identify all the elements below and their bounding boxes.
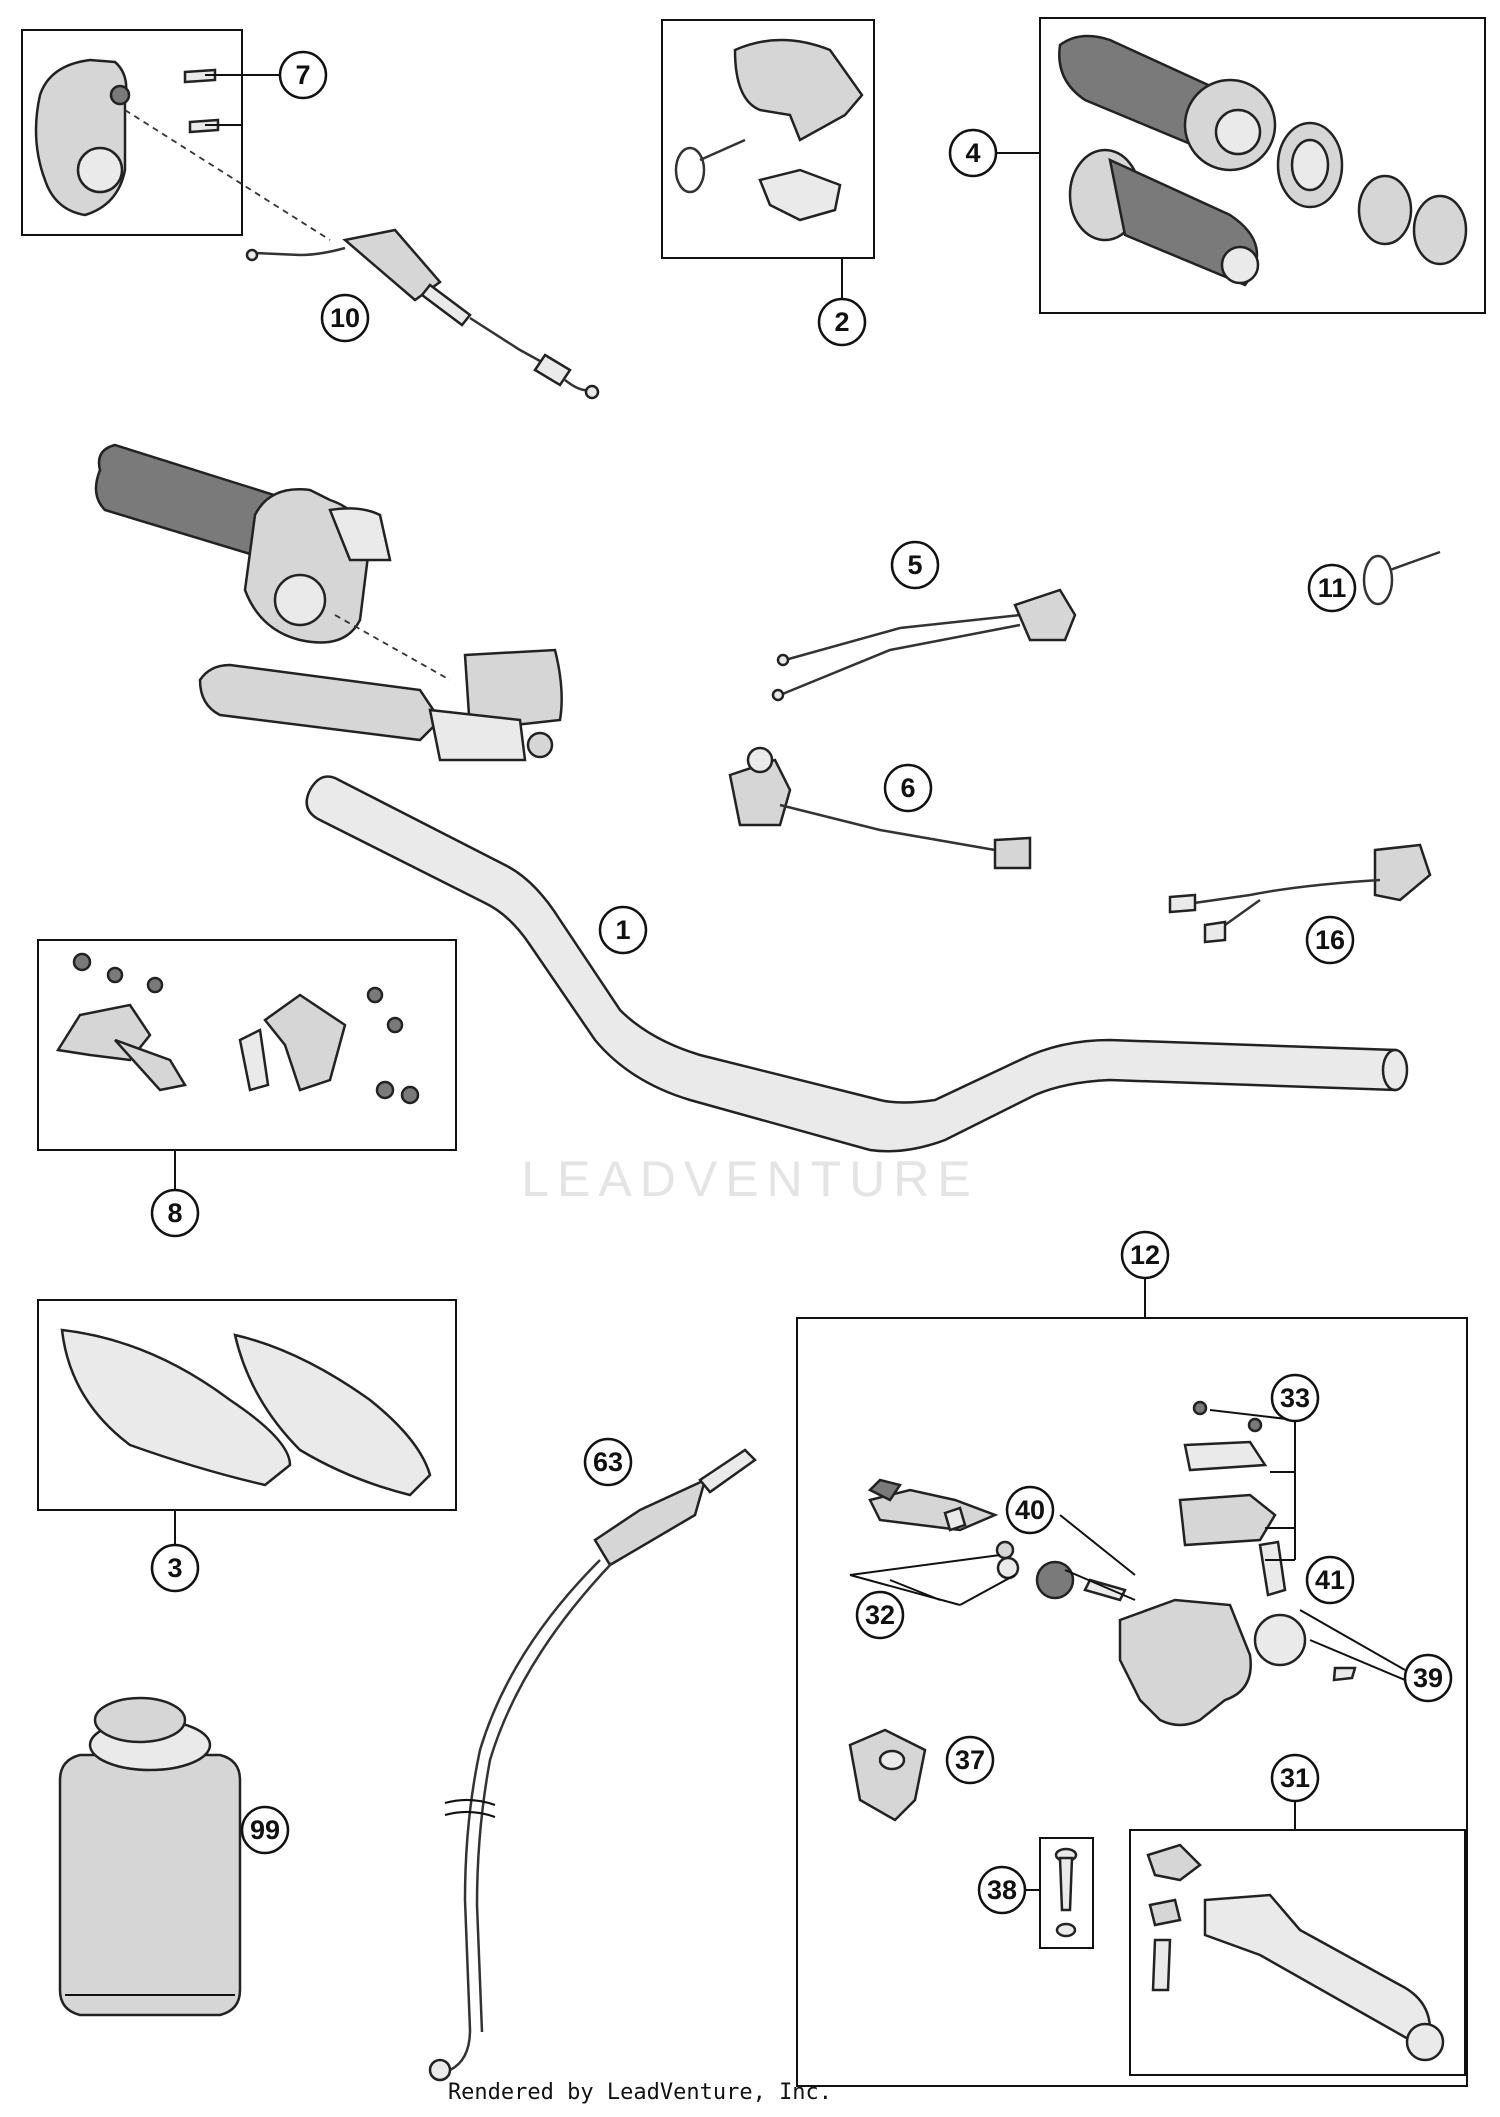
brake-fluid-bottle-part: [58, 1696, 242, 2017]
footer-credit: Rendered by LeadVenture, Inc.: [447, 2080, 833, 2105]
watermark-text: LEADVENTURE: [521, 1151, 979, 1207]
callout-10: 10: [320, 293, 370, 343]
callout-41: 41: [1305, 1555, 1355, 1605]
svg-text:2: 2: [834, 307, 849, 337]
callout-40: 40: [1005, 1485, 1055, 1535]
callout-39: 39: [1403, 1653, 1453, 1703]
brake-line-part: [428, 1448, 757, 2082]
handlebar-grips-part: [1058, 34, 1468, 287]
cable-tie-part: [1362, 550, 1441, 606]
callout-16: 16: [1305, 915, 1355, 965]
callout-63: 63: [583, 1437, 633, 1487]
svg-text:11: 11: [1318, 573, 1347, 603]
callout-5: 5: [890, 540, 940, 590]
callout-7: 7: [278, 50, 328, 100]
assembly-dash-line: [124, 109, 331, 241]
master-cylinder-assembly: [867, 1400, 1357, 1727]
svg-text:8: 8: [167, 1198, 182, 1228]
svg-text:16: 16: [1315, 925, 1345, 955]
svg-text:33: 33: [1280, 1383, 1310, 1413]
assembly-dash-line-2: [334, 614, 451, 681]
callout-37: 37: [945, 1735, 995, 1785]
box-part-7: [21, 29, 243, 236]
leader-lines: [174, 74, 1406, 1891]
throttle-housing-part: [34, 58, 220, 217]
switch-5-part: [771, 588, 1077, 702]
svg-text:4: 4: [965, 138, 980, 168]
svg-text:41: 41: [1315, 1565, 1345, 1595]
clutch-lever-assembly: [94, 443, 563, 762]
callout-1: 1: [598, 905, 648, 955]
switch-cover-part: [674, 38, 864, 222]
svg-text:39: 39: [1413, 1663, 1443, 1693]
callout-2: 2: [817, 297, 867, 347]
callout-33: 33: [1270, 1373, 1320, 1423]
callout-3: 3: [150, 1543, 200, 1593]
box-part-4: [1039, 17, 1486, 314]
svg-text:99: 99: [250, 1815, 280, 1845]
svg-text:3: 3: [167, 1553, 182, 1583]
callout-12: 12: [1120, 1230, 1170, 1280]
callout-32: 32: [855, 1590, 905, 1640]
svg-text:7: 7: [295, 60, 310, 90]
part-37-cap: [848, 1728, 927, 1822]
box-part-31: [1129, 1829, 1466, 2076]
box-part-38: [1039, 1837, 1094, 1949]
svg-text:6: 6: [900, 773, 915, 803]
part-38-pin: [1054, 1847, 1078, 1938]
svg-text:63: 63: [593, 1447, 623, 1477]
svg-text:32: 32: [865, 1600, 895, 1630]
svg-text:1: 1: [615, 915, 630, 945]
throttle-cable-part: [245, 228, 600, 400]
handlebar-end: [1381, 1048, 1409, 1092]
callout-6: 6: [883, 763, 933, 813]
svg-text:40: 40: [1015, 1495, 1045, 1525]
clamp-kit-part: [55, 952, 420, 1105]
switch-6-part: [728, 746, 1032, 870]
box-part-3: [37, 1299, 457, 1511]
callout-99: 99: [240, 1805, 290, 1855]
callout-31: 31: [1270, 1753, 1320, 1803]
callout-11: 11: [1307, 563, 1357, 613]
handlebar-part: [305, 775, 1397, 1153]
part-31-brake-lever: [1146, 1843, 1445, 2062]
svg-text:38: 38: [987, 1875, 1017, 1905]
callout-38: 38: [977, 1865, 1027, 1915]
box-part-8: [37, 939, 457, 1151]
switch-16-part: [1168, 843, 1432, 944]
hand-guards-part: [60, 1328, 432, 1497]
svg-text:5: 5: [907, 550, 922, 580]
svg-text:37: 37: [955, 1745, 985, 1775]
svg-text:12: 12: [1130, 1240, 1160, 1270]
box-part-12: [796, 1317, 1468, 2087]
svg-text:10: 10: [330, 303, 360, 333]
svg-text:31: 31: [1280, 1763, 1310, 1793]
callout-8: 8: [150, 1188, 200, 1238]
callout-4: 4: [948, 128, 998, 178]
box-part-2: [661, 19, 875, 259]
